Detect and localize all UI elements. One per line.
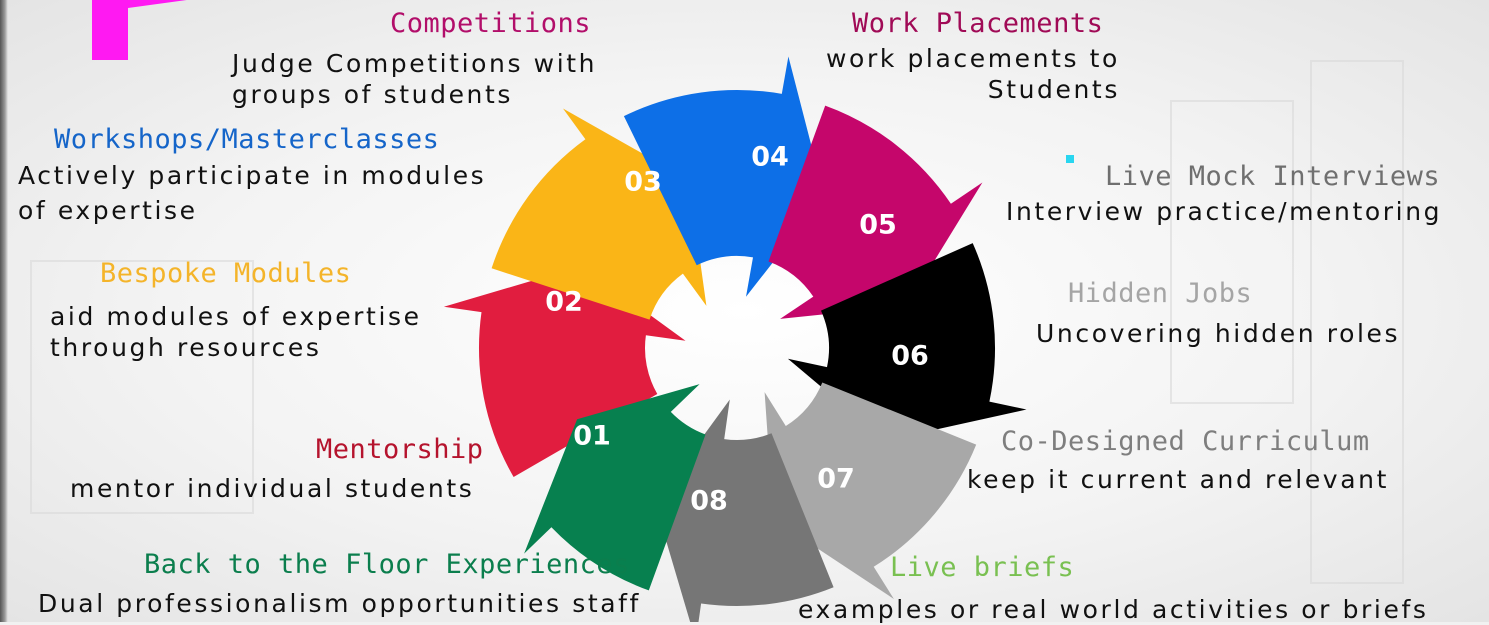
segment-number-05: 05: [859, 210, 897, 241]
background-sketch: [30, 260, 254, 514]
segment-number-07: 07: [817, 464, 855, 495]
competitions-title: Competitions: [390, 8, 592, 39]
mock-interviews-title: Live Mock Interviews: [1105, 161, 1441, 192]
segment-number-04: 04: [751, 142, 789, 173]
workshops-title: Workshops/Masterclasses: [54, 124, 440, 155]
segment-number-01: 01: [573, 421, 611, 452]
back-to-floor-desc: Dual professionalism opportunities staff: [38, 589, 641, 618]
segment-arrow-06: [787, 243, 1027, 441]
competitions-desc-line-1: Judge Competitions with: [232, 49, 598, 78]
magenta-corner-shape: [92, 0, 187, 60]
background-sketch: [1310, 60, 1404, 584]
work-placements-desc-line-2: Students: [987, 75, 1120, 104]
left-edge-shadow: [0, 0, 8, 622]
curriculum-title: Co-Designed Curriculum: [1001, 426, 1370, 457]
bespoke-modules-desc: aid modules of expertise through resourc…: [50, 301, 422, 363]
segment-arrow-02: [443, 265, 686, 477]
mock-interviews-desc: Interview practice/mentoring: [1006, 197, 1443, 226]
mentorship-title: Mentorship: [316, 434, 484, 465]
segment-arrow-08: [654, 399, 834, 622]
segment-number-06: 06: [891, 341, 929, 372]
workshops-desc-line-1: Actively participate in modules: [18, 161, 487, 190]
bespoke-modules-desc-line-2: through resources: [50, 333, 322, 362]
workshops-desc: Actively participate in modules of exper…: [18, 158, 486, 228]
work-placements-desc-line-1: work placements to: [826, 44, 1120, 73]
bespoke-modules-desc-line-1: aid modules of expertise: [50, 302, 422, 331]
live-briefs-title: Live briefs: [890, 552, 1075, 583]
curriculum-desc: keep it current and relevant: [967, 465, 1389, 494]
work-placements-title: Work Placements: [852, 8, 1104, 39]
competitions-desc: Judge Competitions with groups of studen…: [232, 48, 597, 110]
segment-number-03: 03: [624, 167, 662, 198]
competitions-desc-line-2: groups of students: [232, 80, 514, 109]
bespoke-modules-title: Bespoke Modules: [100, 258, 352, 289]
segment-number-08: 08: [690, 486, 728, 517]
background-sketch: [1170, 100, 1294, 404]
workshops-desc-line-2: of expertise: [18, 196, 198, 225]
hidden-jobs-title: Hidden Jobs: [1068, 278, 1253, 309]
work-placements-desc: work placements to Students: [826, 43, 1120, 105]
back-to-floor-title: Back to the Floor Experiences: [144, 549, 630, 580]
segment-arrow-04: [623, 56, 825, 297]
mentorship-desc: mentor individual students: [70, 474, 475, 503]
cyan-dot: [1066, 155, 1074, 163]
live-briefs-desc: examples or real world activities or bri…: [798, 595, 1429, 624]
segment-arrow-01: [524, 384, 706, 591]
segment-number-02: 02: [545, 287, 583, 318]
hidden-jobs-desc: Uncovering hidden roles: [1036, 319, 1401, 348]
segment-arrow-07: [764, 382, 977, 599]
